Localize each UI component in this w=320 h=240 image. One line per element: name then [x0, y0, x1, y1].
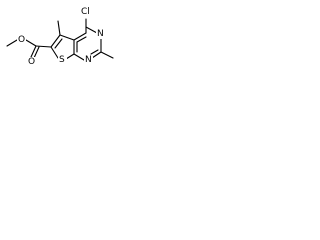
bond-c4a-c4-inner — [76, 36, 87, 43]
chlorine-label: Cl — [81, 7, 90, 17]
bond-c2-n1 — [91, 51, 102, 59]
bond-o-methyl — [6, 39, 18, 47]
ring-n-bottom-label: N — [85, 55, 92, 65]
bond-carbonyl-o-single — [25, 39, 37, 47]
bond-c3-c2t — [50, 34, 61, 48]
ester-o-single-label: O — [18, 35, 25, 45]
bond-c2t-carbonyl — [35, 45, 52, 48]
bond-group — [6, 18, 114, 61]
bond-carbonyl-o-double-2 — [33, 46, 40, 59]
bond-c4a-c4 — [73, 32, 87, 41]
bond-c4-n3 — [85, 26, 98, 34]
bond-carbonyl-o-double-1 — [30, 45, 37, 58]
ester-o-double-label: O — [28, 57, 35, 67]
bond-c2-methyl — [100, 51, 114, 59]
atom-label-group: Cl N N S O O — [17, 7, 105, 67]
bond-s-c7a — [65, 53, 75, 60]
bond-c2-n1-inner — [90, 49, 99, 55]
bond-n1-c7a — [73, 53, 85, 61]
thiophene-s-label: S — [59, 55, 65, 65]
bond-c2t-s — [50, 46, 59, 59]
ring-n-top-label: N — [97, 29, 104, 39]
chemical-structure-diagram: Cl N N S O O — [6, 7, 114, 67]
bond-c3-c2t-inner — [54, 38, 63, 49]
bond-c3-methyl — [57, 20, 61, 36]
bond-c4a-c3 — [59, 34, 75, 41]
